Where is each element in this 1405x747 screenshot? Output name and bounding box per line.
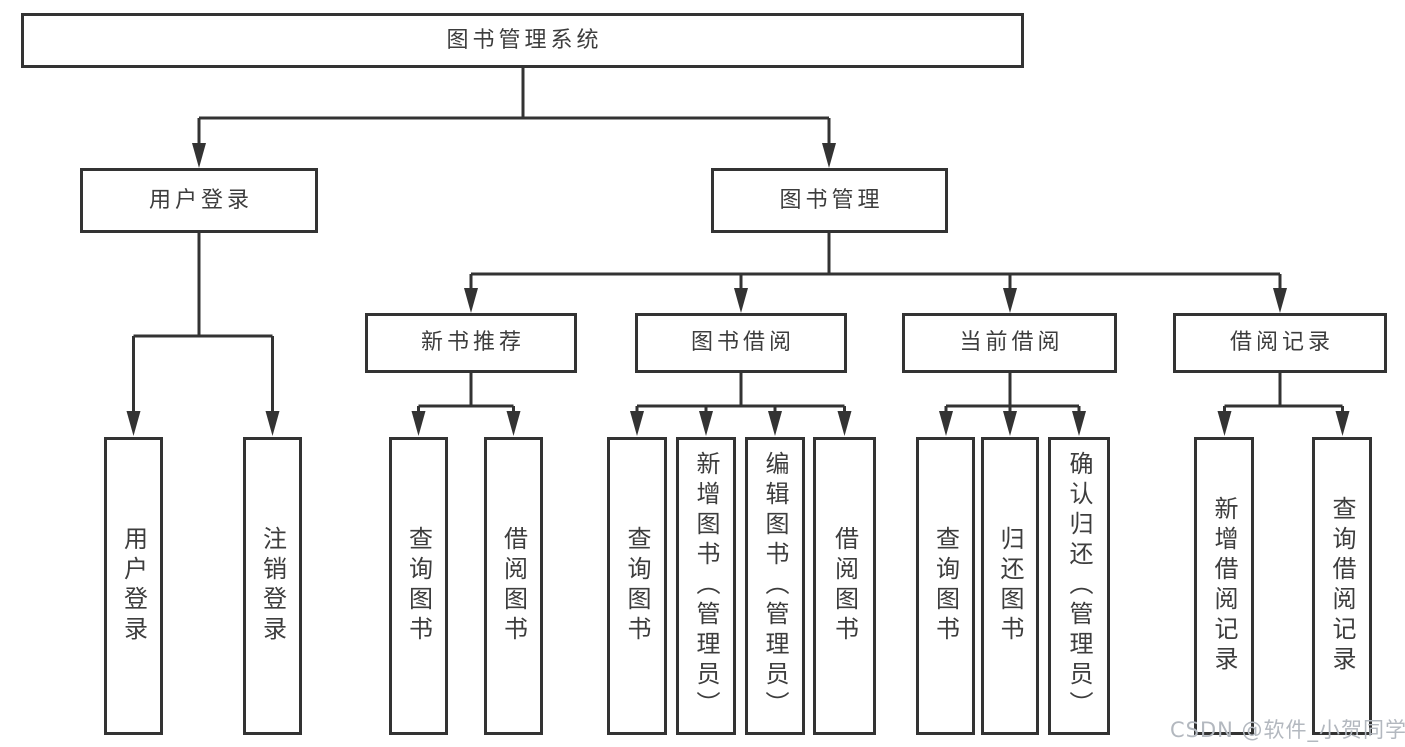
node-label: 查询借阅记录 xyxy=(1328,496,1356,676)
leaf-query-borrow-record: 查询借阅记录 xyxy=(1312,437,1372,735)
leaf-logout: 注销登录 xyxy=(243,437,302,735)
leaf-borrow-books-recommend: 借阅图书 xyxy=(484,437,543,735)
node-label: 查询图书 xyxy=(404,526,433,646)
node-new-book-recommend: 新书推荐 xyxy=(365,313,577,373)
node-label: 归还图书 xyxy=(996,526,1024,646)
leaf-edit-book-admin: 编辑图书（管理员） xyxy=(745,437,805,735)
node-user-login: 用户登录 xyxy=(80,168,318,233)
leaf-user-login: 用户登录 xyxy=(104,437,163,735)
leaf-return-books: 归还图书 xyxy=(981,437,1039,735)
leaf-add-book-admin: 新增图书（管理员） xyxy=(676,437,736,735)
node-current-borrowing: 当前借阅 xyxy=(902,313,1117,373)
node-label: 图书管理 xyxy=(779,187,884,213)
node-label: 用户登录 xyxy=(119,526,148,646)
leaf-borrow-books-borrowing: 借阅图书 xyxy=(813,437,876,735)
node-label: 图书管理系统 xyxy=(446,27,603,53)
node-label: 用户登录 xyxy=(148,187,253,213)
node-label: 借阅图书 xyxy=(830,526,859,646)
node-label: 编辑图书（管理员） xyxy=(761,451,789,721)
leaf-confirm-return-admin: 确认归还（管理员） xyxy=(1048,437,1110,735)
node-book-borrowing: 图书借阅 xyxy=(635,313,847,373)
node-label: 借阅记录 xyxy=(1229,330,1334,355)
node-library-system-root: 图书管理系统 xyxy=(21,13,1024,68)
node-label: 注销登录 xyxy=(258,526,287,646)
node-label: 新增图书（管理员） xyxy=(692,451,720,721)
leaf-query-books-borrowing: 查询图书 xyxy=(607,437,667,735)
node-label: 查询图书 xyxy=(931,526,960,646)
csdn-watermark: CSDN @软件_小贺同学 xyxy=(1170,718,1405,742)
node-label: 当前借阅 xyxy=(959,330,1064,355)
node-borrow-records: 借阅记录 xyxy=(1173,313,1387,373)
node-label: 借阅图书 xyxy=(499,526,528,646)
node-label: 图书借阅 xyxy=(690,330,795,355)
node-label: 查询图书 xyxy=(623,526,651,646)
tree-edges xyxy=(132,68,1344,412)
node-book-management: 图书管理 xyxy=(711,168,948,233)
leaf-add-borrow-record: 新增借阅记录 xyxy=(1194,437,1254,735)
node-label: 确认归还（管理员） xyxy=(1065,451,1093,721)
node-label: 新增借阅记录 xyxy=(1210,496,1238,676)
node-label: 新书推荐 xyxy=(420,330,525,355)
leaf-query-books-current: 查询图书 xyxy=(916,437,975,735)
leaf-query-books-recommend: 查询图书 xyxy=(389,437,448,735)
arrowhead-icons xyxy=(126,143,1350,436)
